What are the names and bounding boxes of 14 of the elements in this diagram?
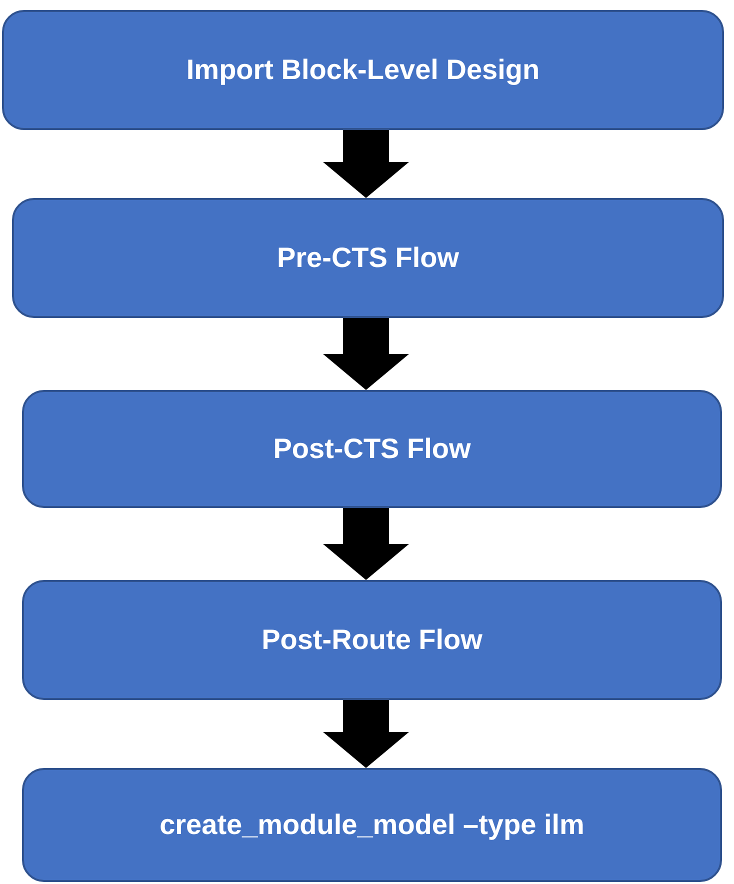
step-label: Import Block-Level Design xyxy=(186,54,540,86)
arrow xyxy=(323,318,409,390)
arrow xyxy=(323,130,409,198)
step-label: create_module_model –type ilm xyxy=(160,809,584,841)
process-box xyxy=(22,390,722,508)
process-box xyxy=(12,198,724,318)
arrow xyxy=(323,700,409,768)
step-label: Pre-CTS Flow xyxy=(276,242,459,274)
step-label: Post-Route Flow xyxy=(262,624,482,656)
process-box xyxy=(22,768,722,882)
step-label: Post-CTS Flow xyxy=(273,433,471,465)
arrow xyxy=(323,508,409,580)
process-box xyxy=(22,580,722,700)
process-box xyxy=(2,10,724,130)
